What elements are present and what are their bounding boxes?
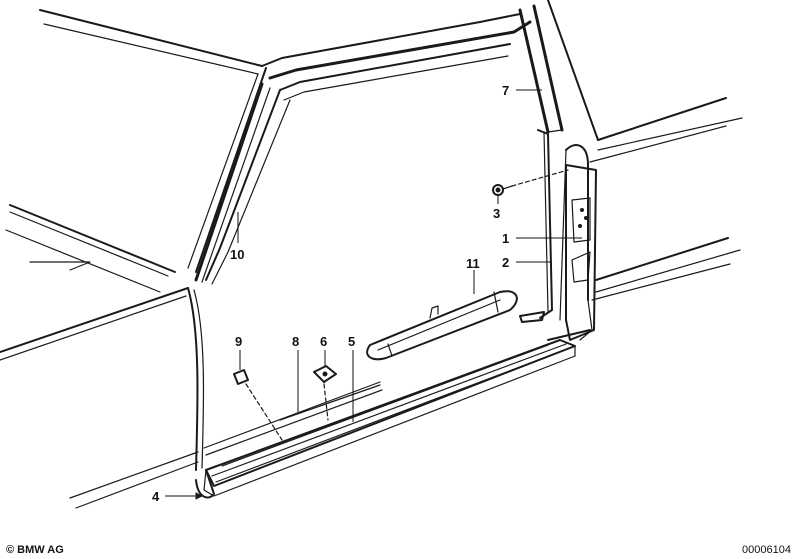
callout-8: 8 bbox=[292, 334, 299, 349]
callout-6: 6 bbox=[320, 334, 327, 349]
clip-part-9 bbox=[233, 369, 283, 441]
sill-end-cap bbox=[195, 469, 215, 499]
clip-part-6 bbox=[313, 365, 337, 421]
callout-1: 1 bbox=[502, 231, 509, 246]
callout-5: 5 bbox=[348, 334, 355, 349]
callout-4: 4 bbox=[152, 489, 160, 504]
sill-light-part-11 bbox=[366, 290, 518, 361]
car-body-outline bbox=[0, 0, 743, 509]
callout-10: 10 bbox=[230, 247, 244, 262]
sill-trim-part-8 bbox=[203, 381, 383, 456]
callout-3: 3 bbox=[493, 206, 500, 221]
leader-lines bbox=[165, 89, 582, 500]
document-number: 00006104 bbox=[742, 544, 791, 556]
b-pillar-cover bbox=[565, 164, 597, 341]
door-seal-strip bbox=[519, 129, 553, 323]
door-sill-strip bbox=[203, 339, 576, 497]
screw-part-3 bbox=[492, 169, 569, 196]
callouts: 7 3 1 2 11 10 9 8 6 5 4 bbox=[152, 83, 509, 504]
callout-11: 11 bbox=[466, 256, 480, 271]
callout-9: 9 bbox=[235, 334, 242, 349]
callout-2: 2 bbox=[502, 255, 509, 270]
copyright-label: © BMW AG bbox=[6, 544, 64, 556]
callout-7: 7 bbox=[502, 83, 509, 98]
